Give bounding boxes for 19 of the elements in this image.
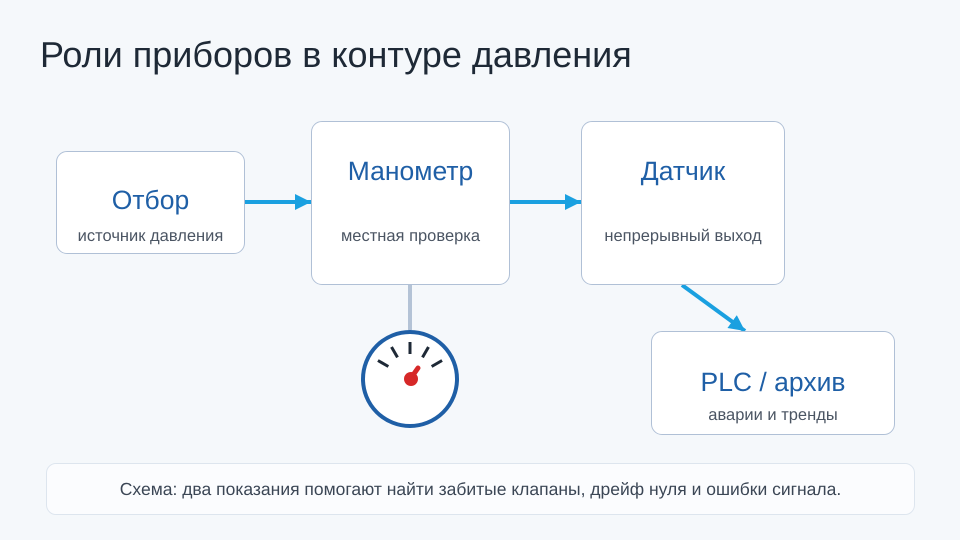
process-box [581,121,785,285]
arrow [680,283,746,333]
box-subtitle: источник давления [76,226,224,246]
box-subtitle: непрерывный выход [603,226,763,246]
pressure-gauge-icon [361,330,459,428]
box-heading: Отбор [110,185,190,215]
arrow [510,194,581,210]
caption-note: Схема: два показания помогают найти забитые клапаны, дрейф нуля и ошибки сигнала. [46,463,915,515]
box-subtitle: местная проверка [340,226,482,246]
process-box [56,151,245,254]
process-box [311,121,510,285]
box-subtitle: аварии и тренды [707,405,839,425]
diagram-title: Роли приборов в контуре давления [40,34,632,76]
connector-line [408,285,412,330]
box-heading: PLC / архив [700,367,846,397]
arrow [245,194,311,210]
process-box [651,331,895,435]
box-heading: Манометр [346,156,474,186]
box-heading: Датчик [640,156,726,186]
